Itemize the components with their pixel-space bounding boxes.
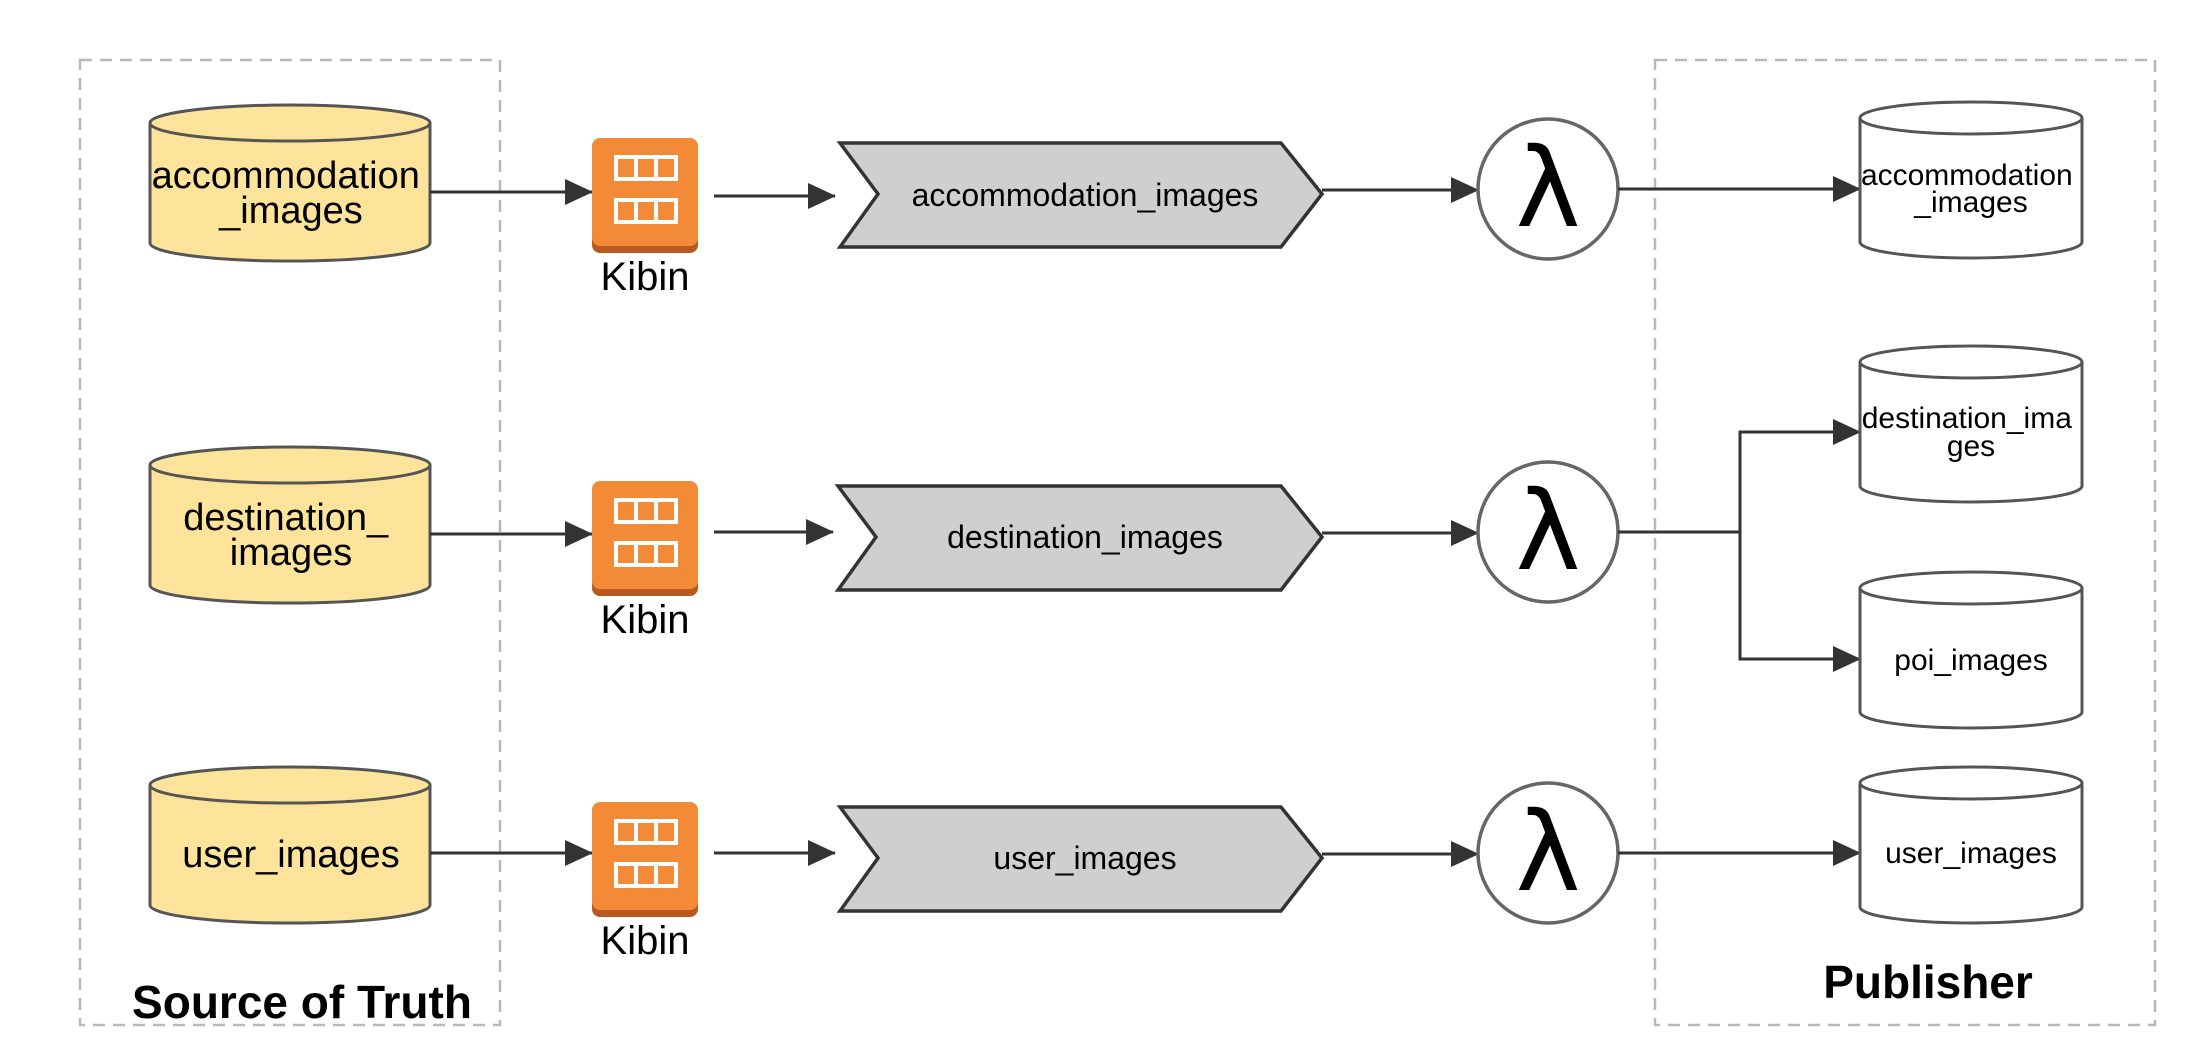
publisher-db-label: destination_ima ges bbox=[1862, 402, 2080, 463]
publisher-db-label: accommodation _images bbox=[1861, 159, 2081, 219]
kibin-icon[interactable] bbox=[592, 802, 698, 917]
publisher-db-user-images[interactable]: user_images bbox=[1858, 765, 2084, 925]
source-of-truth-group bbox=[78, 58, 502, 1027]
lambda-icon: λ bbox=[1515, 467, 1580, 595]
source-db-accommodation-images[interactable]: accommodation _images bbox=[148, 103, 432, 263]
publisher-db-destination-images[interactable]: destination_ima ges bbox=[1858, 344, 2084, 504]
source-of-truth-title: Source of Truth bbox=[132, 976, 472, 1028]
stream-label: destination_images bbox=[947, 519, 1223, 555]
stream-user-images[interactable]: user_images bbox=[836, 805, 1325, 913]
publisher-db-accommodation-images[interactable]: accommodation _images bbox=[1858, 100, 2084, 260]
stream-accommodation-images[interactable]: accommodation_images bbox=[836, 141, 1325, 249]
publisher-db-label: poi_images bbox=[1894, 644, 2047, 677]
lambda-function[interactable]: λ bbox=[1476, 117, 1620, 261]
publisher-db-poi-images[interactable]: poi_images bbox=[1858, 570, 2084, 730]
kibin-label: Kibin bbox=[601, 598, 690, 642]
source-db-user-images[interactable]: user_images bbox=[148, 765, 432, 925]
kibin-label: Kibin bbox=[601, 919, 690, 963]
source-db-destination-images[interactable]: destination_ images bbox=[148, 445, 432, 605]
lambda-function[interactable]: λ bbox=[1476, 460, 1620, 604]
kibin-icon[interactable] bbox=[592, 138, 698, 253]
source-db-label: user_images bbox=[182, 834, 400, 876]
lambda-function[interactable]: λ bbox=[1476, 781, 1620, 925]
arrow-lambda-to-poi-publisher bbox=[1738, 532, 1861, 672]
publisher-group bbox=[1653, 58, 2157, 1027]
publisher-title: Publisher bbox=[1823, 956, 2033, 1008]
stream-destination-images[interactable]: destination_images bbox=[834, 484, 1325, 592]
source-db-label: destination_ images bbox=[183, 497, 399, 574]
lambda-icon: λ bbox=[1515, 788, 1580, 916]
lambda-icon: λ bbox=[1515, 124, 1580, 252]
source-db-label: accommodation _images bbox=[152, 155, 431, 232]
stream-label: accommodation_images bbox=[912, 177, 1259, 213]
stream-label: user_images bbox=[993, 840, 1176, 876]
kibin-icon[interactable] bbox=[592, 481, 698, 596]
arrow-lambda-to-destination-publisher bbox=[1618, 419, 1861, 534]
kibin-label: Kibin bbox=[601, 255, 690, 299]
publisher-db-label: user_images bbox=[1885, 837, 2057, 870]
